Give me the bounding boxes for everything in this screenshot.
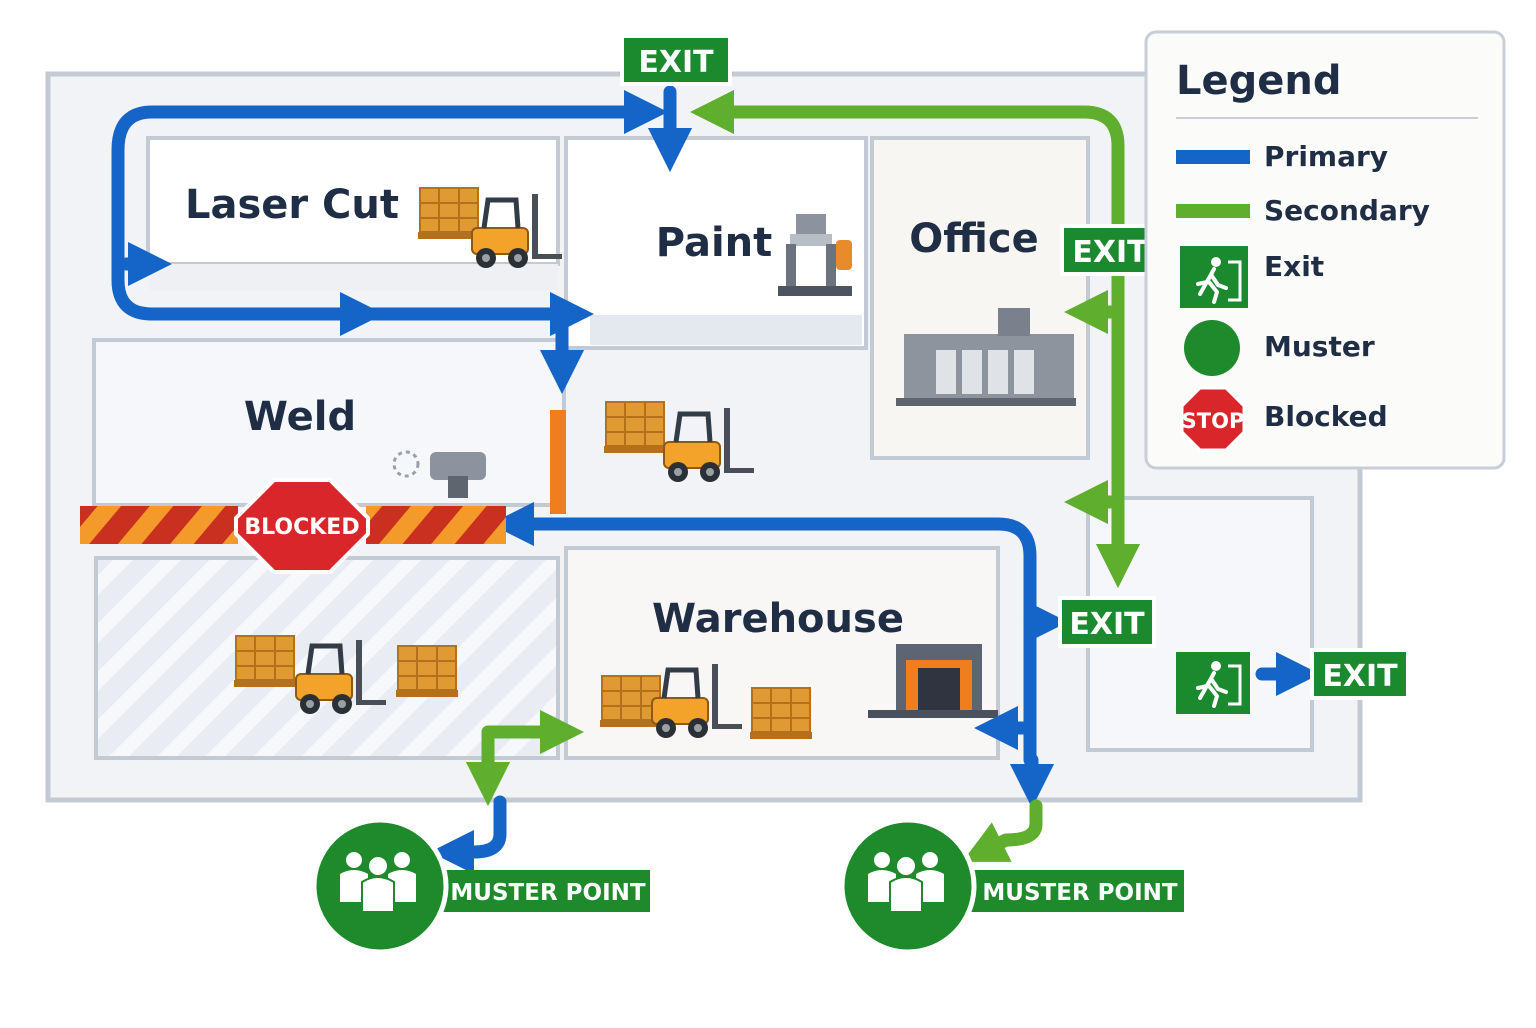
- exit-sign-top: EXIT: [620, 34, 732, 86]
- exit-sign-top-label: EXIT: [638, 45, 714, 80]
- loading-dock-icon: [868, 644, 998, 718]
- laser-cut-crates-icon: [417, 187, 481, 240]
- exit-sign-office: EXIT: [1060, 224, 1160, 276]
- blocked-barrier: [80, 506, 506, 544]
- legend-stop-text: STOP: [1182, 409, 1245, 433]
- exit-sign-warehouse-label: EXIT: [1069, 607, 1145, 642]
- label-office: Office: [909, 216, 1038, 262]
- muster-point-right: MUSTER POINT: [839, 817, 1184, 955]
- label-warehouse: Warehouse: [652, 596, 904, 642]
- muster-point-right-label: MUSTER POINT: [982, 880, 1177, 906]
- barrier-post: [550, 410, 566, 514]
- primary-routes: [111, 85, 1321, 875]
- secondary-routes: [465, 89, 1141, 862]
- exit-sign-warehouse: EXIT: [1058, 596, 1156, 648]
- blocked-sign: BLOCKED: [234, 478, 370, 574]
- paint-floor-strip: [590, 315, 862, 345]
- muster-point-left-label: MUSTER POINT: [450, 880, 645, 906]
- legend-primary-swatch: [1176, 150, 1250, 164]
- paint-booth-icon: [778, 214, 852, 296]
- legend-exit-running-man-icon: [1180, 246, 1248, 308]
- exit-sign-far-right-label: EXIT: [1322, 659, 1398, 694]
- legend-primary-label: Primary: [1264, 140, 1388, 173]
- legend-blocked-label: Blocked: [1264, 400, 1388, 433]
- legend-secondary-label: Secondary: [1264, 194, 1430, 227]
- office-building-icon: [896, 308, 1076, 406]
- legend-title: Legend: [1176, 58, 1342, 104]
- blocked-sign-label: BLOCKED: [244, 515, 359, 540]
- center-crates-icon: [603, 401, 667, 454]
- legend-secondary-swatch: [1176, 204, 1250, 218]
- legend-panel: Legend Primary Secondary Exit Muster STO…: [1144, 30, 1506, 470]
- label-weld: Weld: [244, 394, 356, 440]
- exit-sign-office-label: EXIT: [1072, 235, 1148, 270]
- exit-running-man-icon: [1176, 652, 1250, 714]
- primary-route-warehouse: [489, 501, 1037, 767]
- label-laser-cut: Laser Cut: [185, 182, 399, 228]
- legend-stop-sign-icon: STOP: [1180, 386, 1246, 452]
- exit-sign-far-right: EXIT: [1310, 648, 1410, 700]
- weld-robot-icon: [392, 450, 486, 498]
- legend-muster-label: Muster: [1264, 330, 1375, 363]
- primary-route-laser-cut: [111, 105, 653, 321]
- legend-muster-dot-icon: [1184, 320, 1240, 376]
- blocked-zone: [94, 556, 560, 760]
- room-office: [870, 136, 1090, 460]
- label-paint: Paint: [656, 220, 773, 266]
- laser-cut-floor-strip: [150, 264, 558, 290]
- muster-point-left: MUSTER POINT: [311, 817, 650, 955]
- legend-exit-label: Exit: [1264, 250, 1324, 283]
